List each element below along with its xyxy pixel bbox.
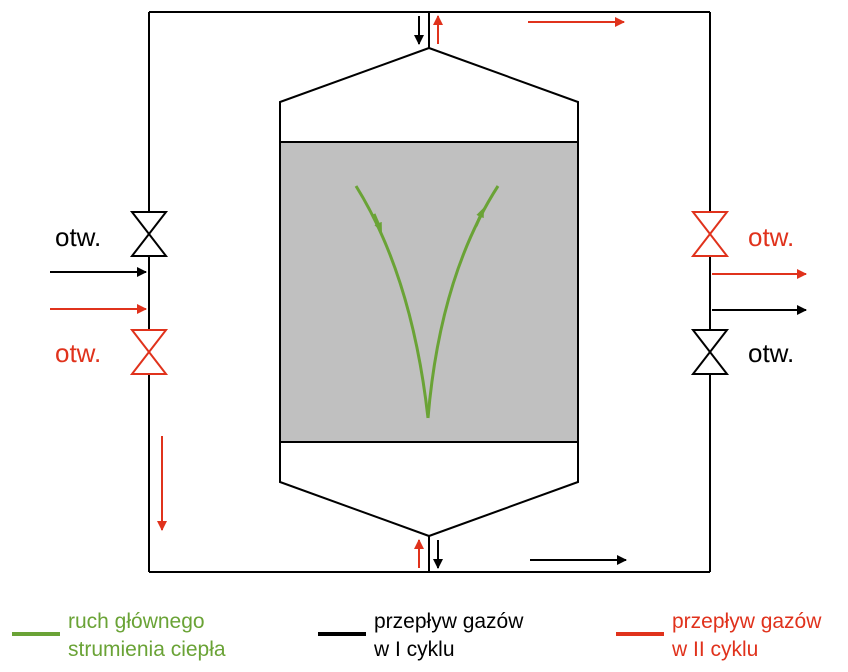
legend-heat-flow-line1: ruch głównego <box>68 610 205 633</box>
heat-flow-left-curve <box>354 185 430 419</box>
legend-cycle1-line2: w I cyklu <box>373 638 455 661</box>
regenerator-vessel <box>279 46 579 538</box>
valve-label-left-bottom: otw. <box>55 338 101 368</box>
legend-cycle2-line2: w II cyklu <box>671 638 758 661</box>
legend-heat-flow-line2: strumienia ciepła <box>68 638 226 661</box>
valve-label-right-bottom: otw. <box>748 338 794 368</box>
valve-left-top-icon[interactable] <box>129 211 169 257</box>
valve-right-top-icon[interactable] <box>690 211 730 257</box>
cycle2-arrows <box>50 15 807 568</box>
valve-right-bottom-icon[interactable] <box>690 329 730 375</box>
heat-flow-curves <box>354 185 500 419</box>
legend: ruch głównego strumienia ciepła przepływ… <box>12 610 822 661</box>
legend-cycle2-line1: przepływ gazów <box>672 610 822 633</box>
legend-cycle1-line1: przepływ gazów <box>374 610 524 633</box>
valve-label-right-top: otw. <box>748 222 794 252</box>
valve-left-bottom-icon[interactable] <box>129 329 169 375</box>
cycle1-arrows <box>50 16 807 569</box>
valve-label-left-top: otw. <box>55 222 101 252</box>
packed-bed <box>279 141 579 443</box>
heat-flow-right-curve <box>426 185 500 419</box>
